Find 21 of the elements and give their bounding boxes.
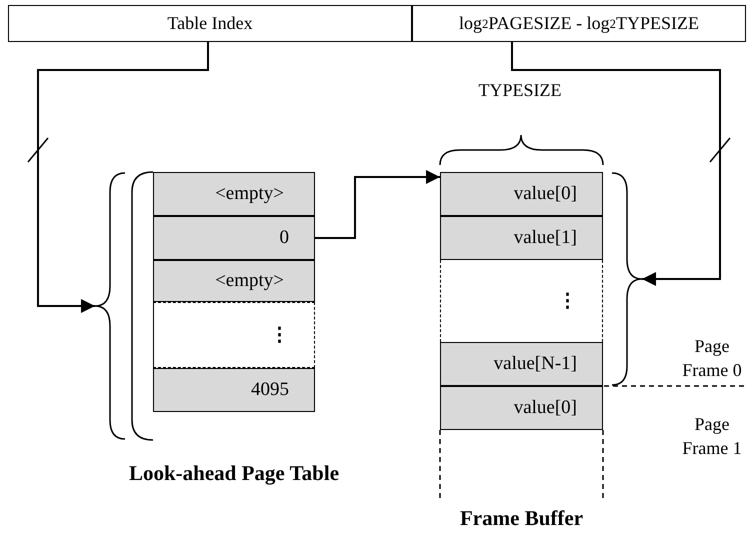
table-caption: Look-ahead Page Table — [128, 460, 340, 487]
table-cell: value[1] — [440, 216, 603, 260]
curly-brace — [95, 172, 125, 440]
table-cell: value[0] — [440, 386, 603, 430]
table-cell: ⋮ — [440, 260, 603, 342]
table-cell: ⋮ — [153, 302, 315, 368]
curly-brace — [612, 172, 642, 386]
region-label: Page Frame 0 — [681, 335, 743, 382]
arrow — [315, 170, 440, 239]
table-cell: 0 — [153, 216, 315, 260]
region-label: Page Frame 1 — [681, 413, 743, 460]
table-cell: <empty> — [153, 260, 315, 302]
table-cell: value[N-1] — [440, 342, 603, 386]
address-field: Table Index — [8, 5, 412, 42]
arrow — [511, 42, 721, 286]
arrow — [37, 42, 209, 313]
table-cell: value[0] — [440, 172, 603, 216]
table-cell: 4095 — [153, 368, 315, 412]
table-cell: <empty> — [153, 172, 315, 216]
table-caption: Frame Buffer — [458, 505, 584, 532]
dimension-label: TYPESIZE — [478, 79, 562, 102]
